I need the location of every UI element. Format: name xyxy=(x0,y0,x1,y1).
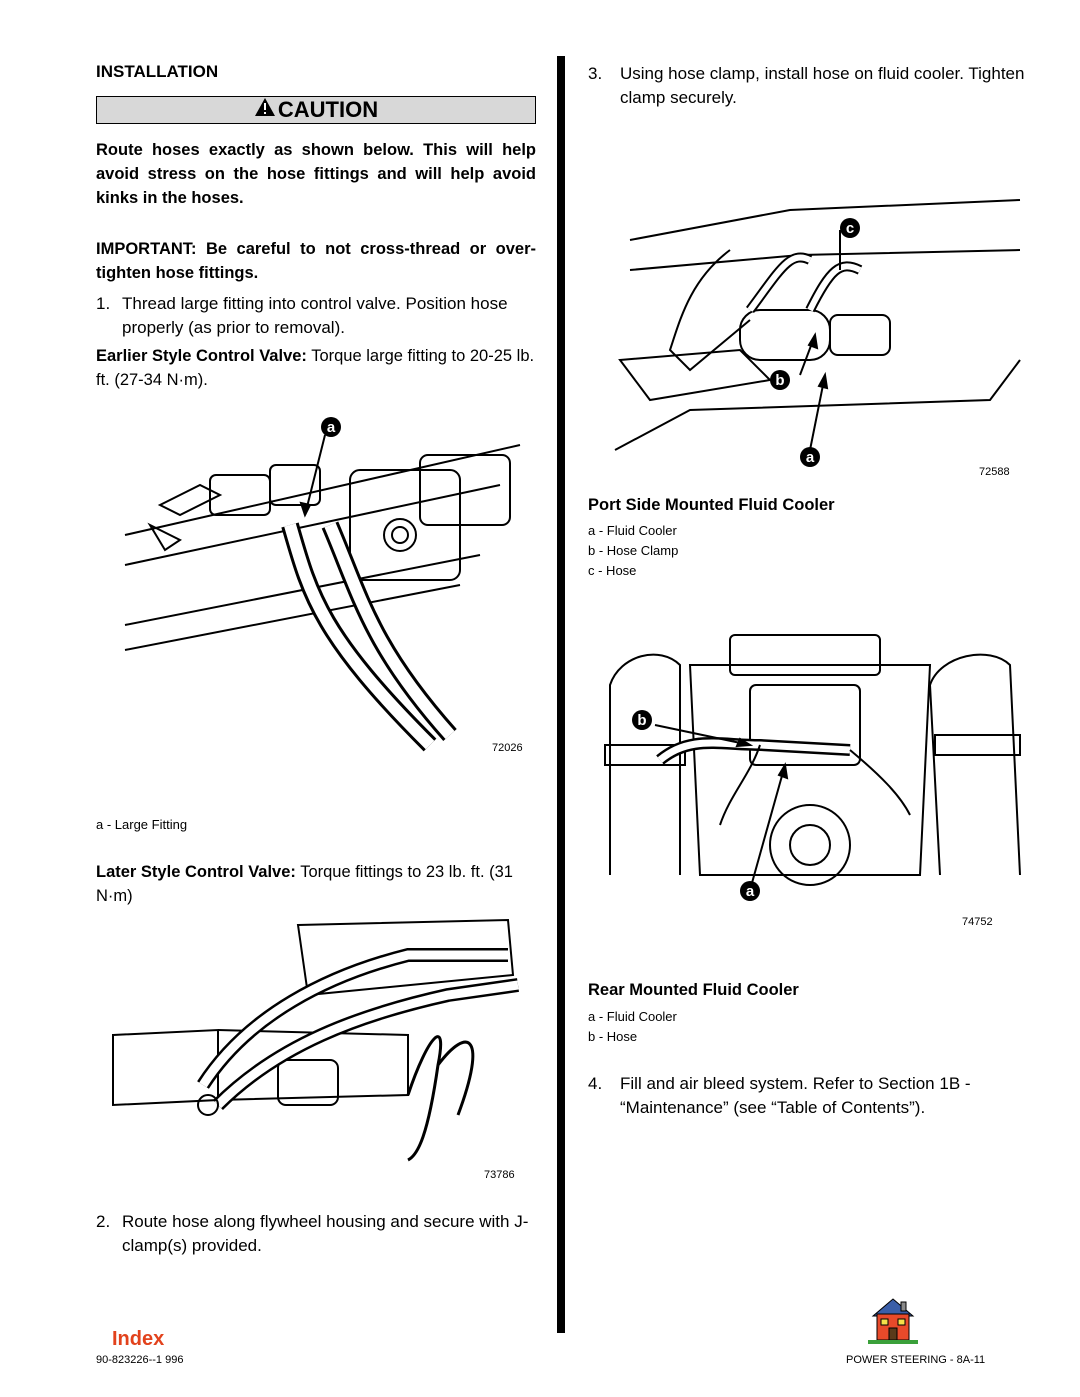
port-side-cooler-title: Port Side Mounted Fluid Cooler xyxy=(588,496,835,514)
warning-triangle-icon xyxy=(254,97,276,123)
step-2-text: Route hose along flywheel housing and se… xyxy=(122,1212,529,1255)
doc-number: 90-823226--1 996 xyxy=(96,1354,184,1366)
legend-item: b - Hose xyxy=(588,1029,638,1044)
port-side-cooler-legend: a - Fluid Cooler b - Hose Clamp c - Hose xyxy=(588,521,678,581)
figure-port-side-fluid-cooler: c b a 72588 xyxy=(610,160,1025,485)
later-style-label: Later Style Control Valve: xyxy=(96,863,296,881)
index-link[interactable]: Index xyxy=(112,1328,165,1350)
step-3-number: 3. xyxy=(588,64,603,83)
figure-control-valve-fitting: a 72026 xyxy=(120,415,540,765)
caution-banner: CAUTION xyxy=(96,96,536,124)
step-1: 1. Thread large fitting into control val… xyxy=(96,292,538,340)
step-4-text: Fill and air bleed system. Refer to Sect… xyxy=(620,1074,971,1117)
step-2-number: 2. xyxy=(96,1212,111,1231)
column-divider xyxy=(557,56,565,1333)
figure-number: 72026 xyxy=(492,742,523,754)
callout-a: a xyxy=(321,417,341,437)
step-1-text: Thread large fitting into control valve.… xyxy=(122,294,508,337)
caution-label: CAUTION xyxy=(277,97,379,122)
figure-later-style-valve: 73786 xyxy=(108,915,538,1185)
legend-item: a - Fluid Cooler xyxy=(588,523,677,538)
caution-text: Route hoses exactly as shown below. This… xyxy=(96,141,536,207)
figure-legend: a - Large Fitting xyxy=(96,817,188,832)
legend-item: c - Hose xyxy=(588,563,637,578)
later-style-text: Torque fittings to 23 lb. ft. (31 N·m) xyxy=(96,863,513,905)
later-style-instruction: Later Style Control Valve: Torque fittin… xyxy=(96,860,538,908)
earlier-style-instruction: Earlier Style Control Valve: Torque larg… xyxy=(96,344,538,392)
earlier-style-label: Earlier Style Control Valve: xyxy=(96,347,307,365)
legend-item: b - Hose Clamp xyxy=(588,543,679,558)
house-icon[interactable] xyxy=(868,1294,918,1344)
step-4-number: 4. xyxy=(588,1074,603,1093)
page-label: POWER STEERING - 8A-11 xyxy=(846,1354,986,1366)
callout-b: b xyxy=(632,710,652,730)
earlier-style-text: Torque large fitting to 20-25 lb. ft. (2… xyxy=(96,347,535,389)
figure-number: 73786 xyxy=(484,1169,515,1181)
legend-item: a - Fluid Cooler xyxy=(588,1009,677,1024)
figure-number: 72588 xyxy=(979,466,1010,478)
callout-c: c xyxy=(840,218,860,238)
step-2: 2. Route hose along flywheel housing and… xyxy=(96,1210,538,1258)
step-3-text: Using hose clamp, install hose on fluid … xyxy=(620,64,1025,107)
figure-rear-fluid-cooler: b a 74752 xyxy=(600,625,1030,935)
callout-a: a xyxy=(800,447,820,467)
callout-a: a xyxy=(740,881,760,901)
rear-cooler-legend: a - Fluid Cooler b - Hose xyxy=(588,1007,677,1047)
figure-number: 74752 xyxy=(962,916,993,928)
important-note: IMPORTANT: Be careful to not cross-threa… xyxy=(96,240,536,282)
step-3: 3. Using hose clamp, install hose on flu… xyxy=(588,62,1028,110)
step-1-number: 1. xyxy=(96,294,111,313)
installation-heading: INSTALLATION xyxy=(96,62,219,81)
step-4: 4. Fill and air bleed system. Refer to S… xyxy=(588,1072,1028,1120)
rear-cooler-title: Rear Mounted Fluid Cooler xyxy=(588,981,799,999)
callout-b: b xyxy=(770,370,790,390)
